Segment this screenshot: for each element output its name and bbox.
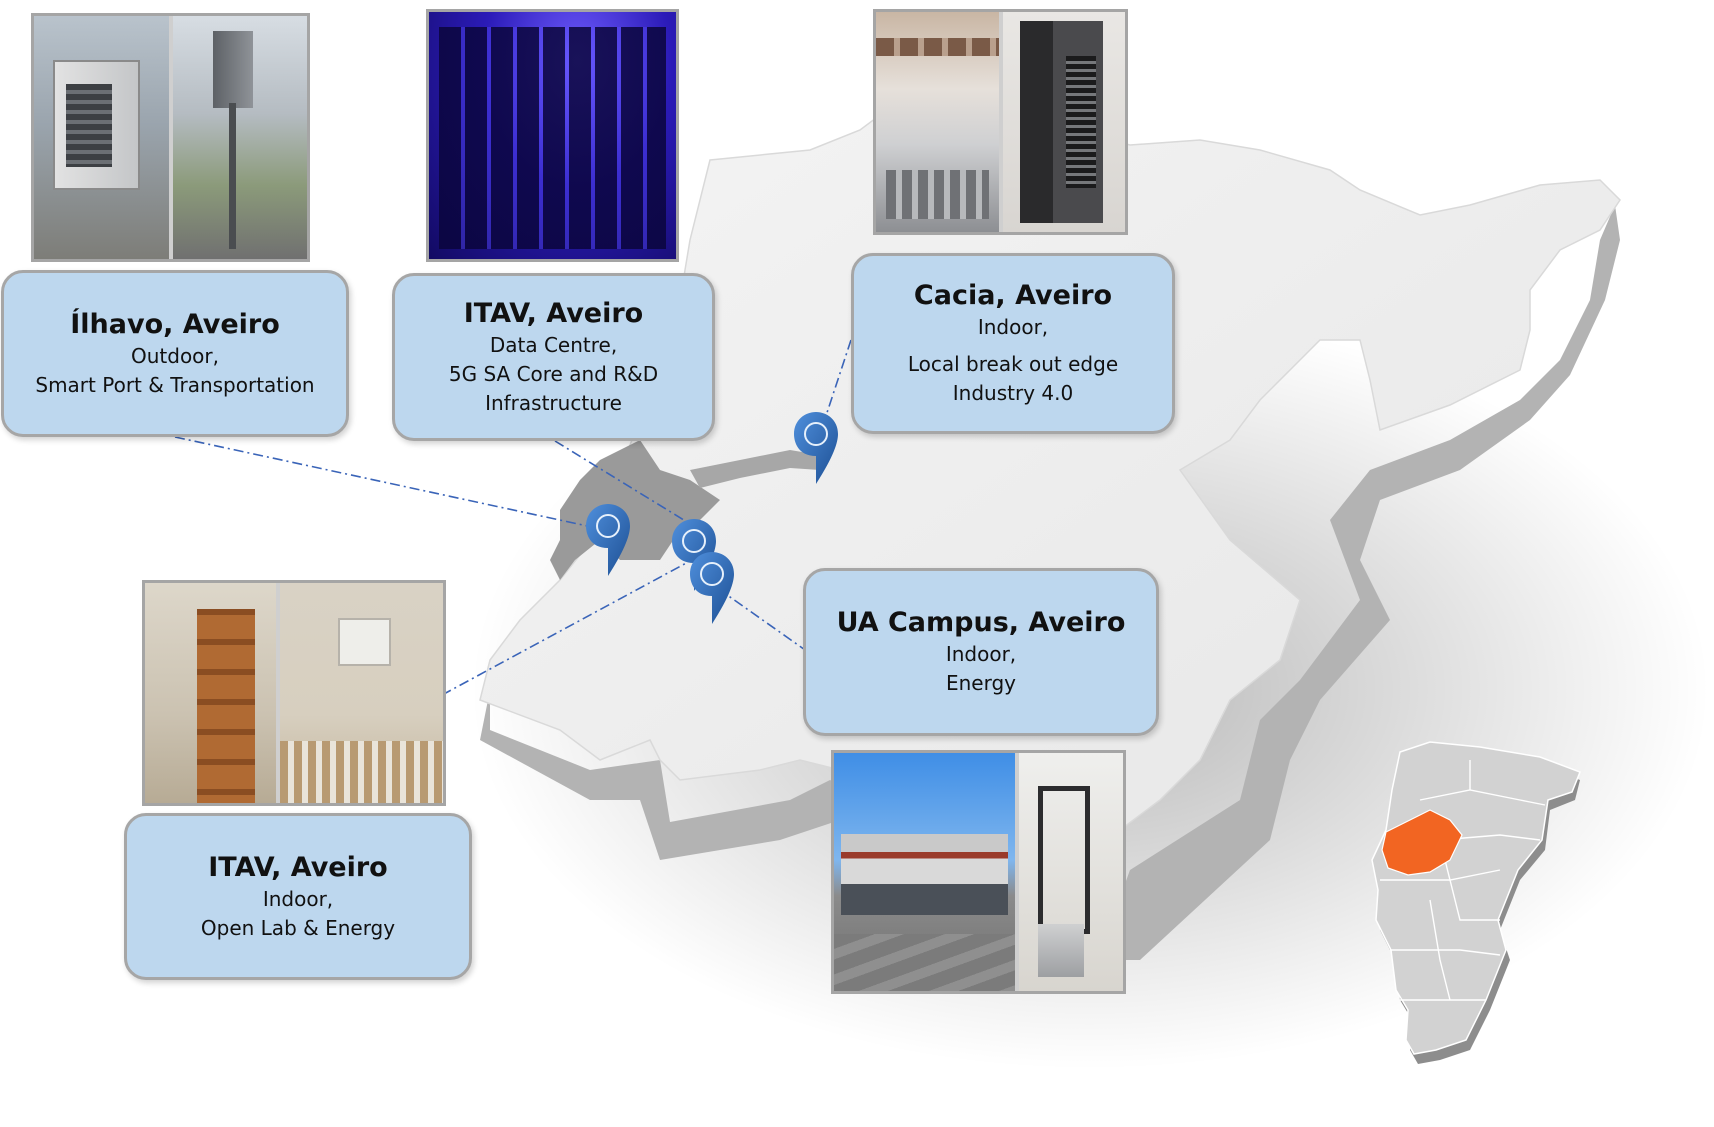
leader-line-ilhavo [174, 436, 607, 531]
location-pin-icon[interactable] [672, 519, 716, 591]
ria-lagoon [550, 440, 720, 580]
site-card-cacia: Cacia, Aveiro Indoor, Local break out ed… [851, 253, 1175, 434]
site-use-case: Energy [945, 671, 1017, 695]
site-card-ilhavo: Ílhavo, Aveiro Outdoor, Smart Port & Tra… [1, 270, 349, 437]
site-card-itav-dc: ITAV, Aveiro Data Centre, 5G SA Core and… [392, 273, 715, 441]
data-centre-racks-photo [429, 12, 676, 259]
site-title: UA Campus, Aveiro [836, 607, 1126, 638]
portugal-inset-map [1371, 741, 1581, 1064]
site-photo-cacia [873, 9, 1128, 235]
server-rack-photo [1002, 12, 1125, 232]
site-photo-ilhavo [31, 13, 310, 262]
site-photo-itav-dc [426, 9, 679, 262]
site-use-case-cont: Industry 4.0 [952, 381, 1074, 405]
wall-unit-photo [279, 583, 443, 803]
site-use-case: 5G SA Core and R&D [448, 361, 659, 386]
ria-channel [690, 450, 820, 488]
region-surface [479, 99, 1621, 881]
site-use-case: Local break out edge [907, 352, 1119, 376]
location-pin-icon[interactable] [690, 552, 734, 624]
site-photo-itav-lab [142, 580, 446, 806]
site-environment: Outdoor, [130, 343, 219, 368]
site-environment: Indoor, [262, 886, 334, 911]
site-title: ITAV, Aveiro [208, 851, 388, 883]
site-environment: Data Centre, [489, 332, 618, 357]
leader-line-itav-lab [441, 560, 691, 696]
site-card-ua-campus: UA Campus, Aveiro Indoor, Energy [803, 568, 1159, 736]
location-pin-icon[interactable] [586, 504, 630, 576]
equipment-rack-photo [1019, 753, 1123, 991]
site-card-itav-lab: ITAV, Aveiro Indoor, Open Lab & Energy [124, 813, 472, 980]
location-pin-icon[interactable] [794, 412, 838, 484]
site-use-case-cont: Infrastructure [485, 390, 622, 415]
industrial-hall-photo [876, 12, 999, 232]
campus-building-photo [834, 753, 1016, 991]
site-title: ITAV, Aveiro [463, 297, 644, 329]
aveiro-district-highlight [1381, 809, 1463, 876]
site-environment: Indoor, [945, 642, 1017, 666]
site-title: Ílhavo, Aveiro [70, 308, 280, 340]
site-use-case: Smart Port & Transportation [35, 372, 315, 397]
antenna-mast-photo [172, 16, 307, 259]
room-door-photo [145, 583, 276, 803]
site-title: Cacia, Aveiro [913, 280, 1113, 311]
leader-line-itav-dc [554, 440, 693, 526]
site-use-case: Open Lab & Energy [200, 915, 396, 940]
site-environment: Indoor, [977, 315, 1049, 339]
location-pins [586, 412, 838, 624]
street-cabinet-photo [34, 16, 169, 259]
site-photo-ua-campus [831, 750, 1126, 994]
